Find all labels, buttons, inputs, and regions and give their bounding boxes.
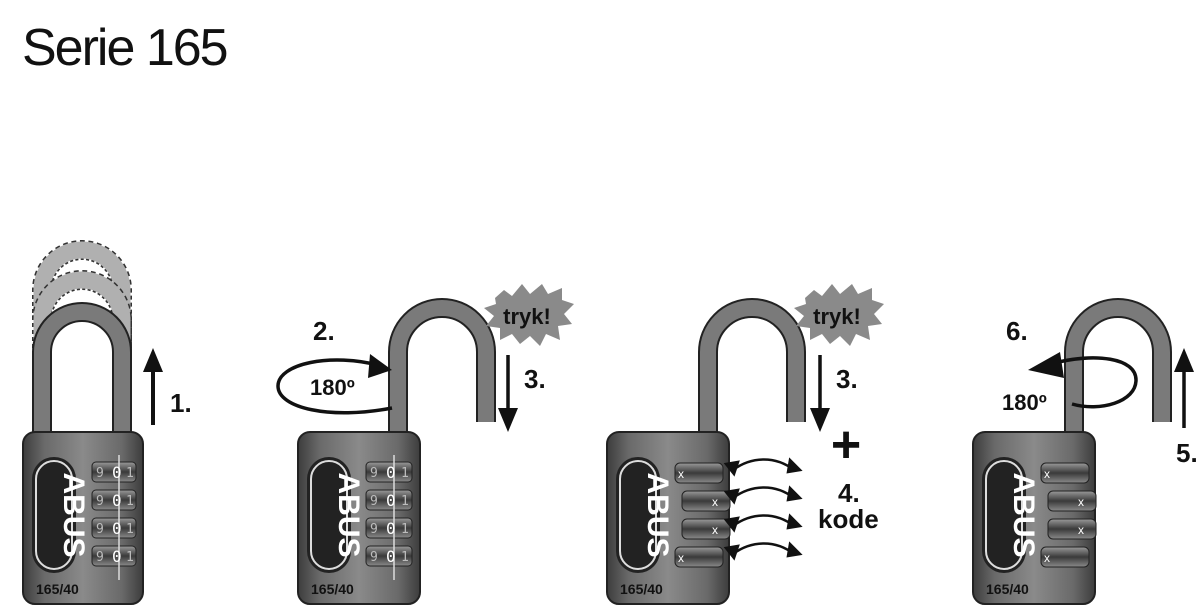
dial-digit: 1 bbox=[401, 550, 409, 565]
dial-digit: 1 bbox=[401, 522, 409, 537]
model-number: 165/40 bbox=[986, 581, 1029, 597]
dial-digit: 9 bbox=[370, 522, 378, 537]
plus-sign: + bbox=[831, 416, 861, 474]
dial-mark: x bbox=[1078, 523, 1084, 537]
step-1-label: 1. bbox=[170, 388, 192, 418]
rotate-back-arrow bbox=[1028, 352, 1138, 409]
dial-mark: x bbox=[678, 467, 684, 481]
dial-mark: x bbox=[1044, 551, 1050, 565]
shackle-ghost bbox=[32, 240, 132, 432]
step-3-arrow-down bbox=[810, 355, 830, 432]
brand-logo-text: ABUS bbox=[641, 472, 674, 557]
model-number: 165/40 bbox=[620, 581, 663, 597]
tryk-label: tryk! bbox=[813, 304, 861, 329]
rotate-degrees-label: 180º bbox=[1002, 390, 1047, 415]
dial-digit: 0 bbox=[386, 519, 396, 538]
tryk-starburst: tryk! bbox=[794, 284, 884, 346]
brand-logo-text: ABUS bbox=[1007, 472, 1040, 557]
dial-digit: 0 bbox=[112, 463, 122, 482]
dial-digit: 9 bbox=[370, 466, 378, 481]
dial-mark: x bbox=[1078, 495, 1084, 509]
dial-stack: 9 0 1 9 0 1 9 0 1 9 0 1 bbox=[365, 455, 413, 580]
dial-digit: 9 bbox=[370, 550, 378, 565]
dial-digit: 1 bbox=[126, 466, 134, 481]
dial-digit: 9 bbox=[96, 522, 104, 537]
abus-badge: ABUS bbox=[32, 457, 90, 573]
abus-badge: ABUS bbox=[307, 457, 365, 573]
step-5-arrow-up bbox=[1174, 348, 1194, 428]
dial-turn-arrows bbox=[723, 457, 803, 561]
tryk-starburst: tryk! bbox=[484, 284, 574, 346]
dial-digit: 0 bbox=[386, 547, 396, 566]
model-number: 165/40 bbox=[311, 581, 354, 597]
padlock-step-2: ABUS 9 0 1 9 0 1 9 0 1 9 0 1 165/40 bbox=[297, 298, 496, 605]
dial-stack: x x x x bbox=[674, 462, 731, 568]
brand-logo-text: ABUS bbox=[332, 472, 365, 557]
padlock-step-3: ABUS x x x x 165/40 bbox=[606, 298, 806, 605]
step-3-arrow-down bbox=[498, 355, 518, 432]
dial-digit: 1 bbox=[126, 550, 134, 565]
brand-logo-text: ABUS bbox=[57, 472, 90, 557]
dial-stack: 9 0 1 9 0 1 9 0 1 9 0 1 bbox=[91, 455, 137, 580]
dial-digit: 9 bbox=[96, 466, 104, 481]
abus-badge: ABUS bbox=[616, 457, 674, 573]
step-3-label: 3. bbox=[524, 364, 546, 394]
page-title: Serie 165 bbox=[22, 19, 229, 77]
dial-digit: 1 bbox=[401, 466, 409, 481]
dial-digit: 0 bbox=[112, 519, 122, 538]
dial-digit: 0 bbox=[112, 491, 122, 510]
dial-digit: 0 bbox=[112, 547, 122, 566]
padlock-step-1: ABUS 9 0 1 9 0 1 9 0 1 9 0 1 165/40 bbox=[22, 240, 144, 605]
dial-stack: x x x x bbox=[1040, 462, 1097, 568]
dial-digit: 1 bbox=[401, 494, 409, 509]
dial-mark: x bbox=[1044, 467, 1050, 481]
rotate-degrees-label: 180º bbox=[310, 375, 355, 400]
rotate-180-arrow bbox=[276, 354, 393, 415]
dial-mark: x bbox=[712, 523, 718, 537]
dial-digit: 9 bbox=[96, 550, 104, 565]
model-number: 165/40 bbox=[36, 581, 79, 597]
dial-digit: 1 bbox=[126, 494, 134, 509]
tryk-label: tryk! bbox=[503, 304, 551, 329]
step-1-arrow-up bbox=[143, 348, 163, 425]
step-6-label: 6. bbox=[1006, 316, 1028, 346]
code-label: kode bbox=[818, 504, 879, 534]
step-4-label: 4. bbox=[838, 478, 860, 508]
dial-digit: 9 bbox=[370, 494, 378, 509]
padlock-step-4: ABUS x x x x 165/40 bbox=[972, 298, 1172, 605]
dial-digit: 0 bbox=[386, 491, 396, 510]
dial-digit: 0 bbox=[386, 463, 396, 482]
dial-mark: x bbox=[712, 495, 718, 509]
step-3-label: 3. bbox=[836, 364, 858, 394]
step-2-label: 2. bbox=[313, 316, 335, 346]
dial-digit: 9 bbox=[96, 494, 104, 509]
dial-digit: 1 bbox=[126, 522, 134, 537]
step-5-label: 5. bbox=[1176, 438, 1198, 468]
dial-mark: x bbox=[678, 551, 684, 565]
abus-badge: ABUS bbox=[982, 457, 1040, 573]
